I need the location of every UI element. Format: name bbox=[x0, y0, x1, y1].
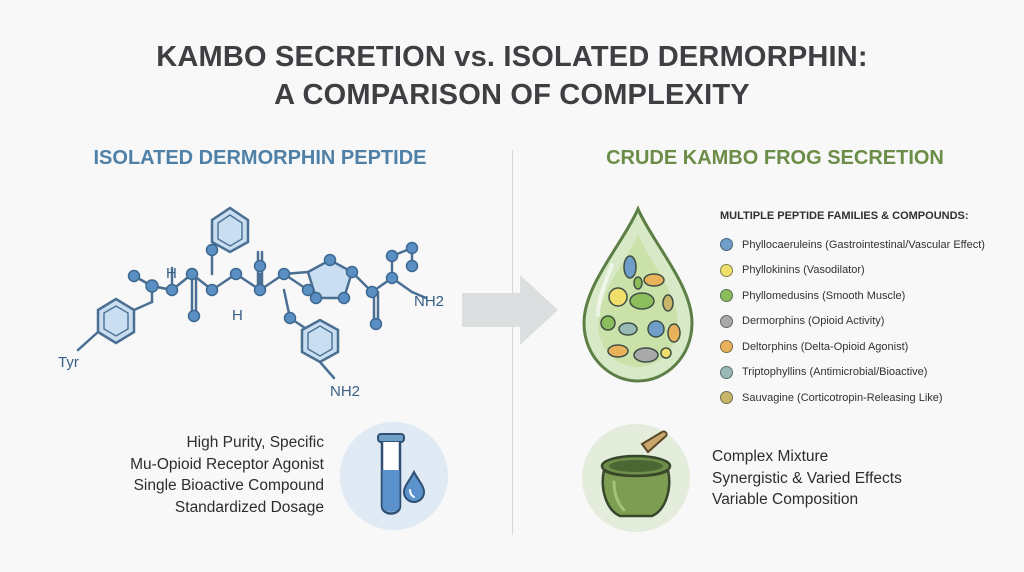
center-divider bbox=[512, 150, 513, 535]
left-heading: ISOLATED DERMORPHIN PEPTIDE bbox=[93, 147, 427, 169]
h-label-2: H bbox=[232, 307, 243, 324]
nh2-bottom-label: NH2 bbox=[330, 383, 360, 400]
family-item: Deltorphins (Delta-Opioid Agonist) bbox=[720, 334, 985, 360]
family-item: Dermorphins (Opioid Activity) bbox=[720, 309, 985, 335]
kambo-drop-icon bbox=[582, 205, 694, 383]
mortar-pot-icon bbox=[582, 424, 690, 532]
page-title: KAMBO SECRETION vs. ISOLATED DERMORPHIN:… bbox=[0, 38, 1024, 114]
family-label: Deltorphins (Delta-Opioid Agonist) bbox=[742, 340, 909, 353]
family-label: Sauvagine (Corticotropin-Releasing Like) bbox=[742, 391, 943, 404]
h-label-1: H bbox=[166, 265, 177, 282]
family-label: Phyllokinins (Vasodilator) bbox=[742, 264, 865, 277]
family-label: Phyllomedusins (Smooth Muscle) bbox=[742, 289, 906, 302]
legend-dot-icon bbox=[720, 263, 733, 277]
kambo-properties: Complex Mixture Synergistic & Varied Eff… bbox=[712, 446, 902, 511]
property-line: Single Bioactive Compound bbox=[133, 477, 324, 494]
family-label: Phyllocaeruleins (Gastrointestinal/Vascu… bbox=[742, 238, 985, 251]
dermorphin-properties: High Purity, Specific Mu-Opioid Receptor… bbox=[120, 432, 324, 518]
dermorphin-molecule-diagram: Tyr H H NH2 NH2 bbox=[58, 206, 444, 400]
family-label: Triptophyllins (Antimicrobial/Bioactive) bbox=[742, 366, 928, 379]
arrow-right-icon bbox=[462, 275, 558, 345]
property-line: High Purity, Specific bbox=[186, 434, 324, 451]
legend-dot-icon bbox=[720, 238, 733, 252]
property-line: Variable Composition bbox=[712, 491, 859, 508]
peptide-family-legend: Phyllocaeruleins (Gastrointestinal/Vascu… bbox=[720, 232, 985, 411]
family-item: Phyllokinins (Vasodilator) bbox=[720, 258, 985, 284]
property-line: Complex Mixture bbox=[712, 448, 829, 465]
property-line: Standardized Dosage bbox=[174, 498, 324, 516]
tyr-label: Tyr bbox=[58, 354, 79, 371]
family-item: Triptophyllins (Antimicrobial/Bioactive) bbox=[720, 360, 985, 386]
property-line: Synergistic & Varied Effects bbox=[712, 469, 902, 487]
test-tube-drop-icon bbox=[340, 422, 448, 530]
legend-dot-icon bbox=[720, 314, 733, 328]
right-heading: CRUDE KAMBO FROG SECRETION bbox=[606, 147, 944, 169]
legend-dot-icon bbox=[720, 391, 733, 405]
family-label: Dermorphins (Opioid Activity) bbox=[742, 315, 885, 328]
legend-dot-icon bbox=[720, 365, 733, 379]
family-item: Phyllocaeruleins (Gastrointestinal/Vascu… bbox=[720, 232, 985, 258]
families-title: MULTIPLE PEPTIDE FAMILIES & COMPOUNDS: bbox=[720, 210, 969, 222]
title-line-1: KAMBO SECRETION vs. ISOLATED DERMORPHIN: bbox=[156, 41, 868, 73]
nh2-right-label: NH2 bbox=[414, 293, 444, 310]
legend-dot-icon bbox=[720, 289, 733, 303]
family-item: Sauvagine (Corticotropin-Releasing Like) bbox=[720, 385, 985, 411]
family-item: Phyllomedusins (Smooth Muscle) bbox=[720, 283, 985, 309]
title-line-2: A COMPARISON OF COMPLEXITY bbox=[274, 79, 750, 111]
legend-dot-icon bbox=[720, 340, 733, 354]
property-line: Mu-Opioid Receptor Agonist bbox=[130, 455, 324, 473]
